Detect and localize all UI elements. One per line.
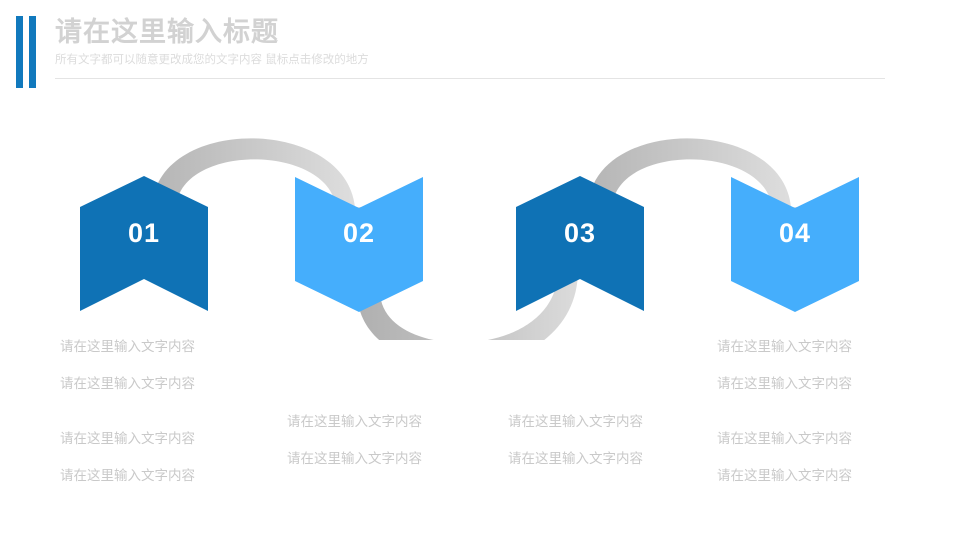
caption-line: 请在这里输入文字内容: [60, 376, 195, 391]
banner-03[interactable]: [516, 176, 644, 311]
caption-column-3: 请在这里输入文字内容 请在这里输入文字内容: [508, 413, 723, 467]
arrow-01-to-02: [152, 138, 375, 247]
banner-02[interactable]: [295, 177, 423, 312]
caption-line: 请在这里输入文字内容: [60, 431, 195, 446]
caption-line: 请在这里输入文字内容: [717, 431, 852, 446]
accent-bar-right: [29, 16, 36, 88]
line-spacer: [60, 355, 275, 375]
line-spacer: [508, 430, 723, 450]
caption-column-4: 请在这里输入文字内容 请在这里输入文字内容 请在这里输入文字内容 请在这里输入文…: [717, 338, 932, 484]
caption-column-2: 请在这里输入文字内容 请在这里输入文字内容: [287, 413, 502, 467]
line-spacer: [717, 355, 932, 375]
line-spacer: [717, 447, 932, 467]
slide-header: 请在这里输入标题 所有文字都可以随意更改成您的文字内容 鼠标点击修改的地方: [0, 0, 960, 100]
caption-line: 请在这里输入文字内容: [60, 339, 195, 354]
caption-columns: 请在这里输入文字内容 请在这里输入文字内容 请在这里输入文字内容 请在这里输入文…: [0, 338, 960, 498]
line-spacer: [60, 447, 275, 467]
page-subtitle: 所有文字都可以随意更改成您的文字内容 鼠标点击修改的地方: [55, 54, 369, 66]
arrow-03-to-04: [588, 138, 811, 247]
column-gap: [717, 392, 932, 430]
caption-line: 请在这里输入文字内容: [60, 468, 195, 483]
header-divider: [55, 78, 885, 79]
banner-01[interactable]: [80, 176, 208, 311]
header-text-block: 请在这里输入标题 所有文字都可以随意更改成您的文字内容 鼠标点击修改的地方: [55, 16, 885, 69]
caption-column-1: 请在这里输入文字内容 请在这里输入文字内容 请在这里输入文字内容 请在这里输入文…: [60, 338, 275, 484]
line-spacer: [287, 430, 502, 450]
caption-line: 请在这里输入文字内容: [717, 339, 852, 354]
caption-line: 请在这里输入文字内容: [717, 376, 852, 391]
column-gap: [60, 392, 275, 430]
header-accent-bars: [16, 16, 42, 88]
caption-line: 请在这里输入文字内容: [717, 468, 852, 483]
diagram-svg: [80, 138, 859, 340]
accent-bar-left: [16, 16, 23, 88]
caption-line: 请在这里输入文字内容: [287, 451, 422, 466]
caption-line: 请在这里输入文字内容: [287, 414, 422, 429]
caption-line: 请在这里输入文字内容: [508, 414, 643, 429]
page-title: 请在这里输入标题: [55, 17, 279, 47]
process-diagram: 01 02 03 04: [0, 95, 960, 340]
caption-line: 请在这里输入文字内容: [508, 451, 643, 466]
banner-04[interactable]: [731, 177, 859, 312]
